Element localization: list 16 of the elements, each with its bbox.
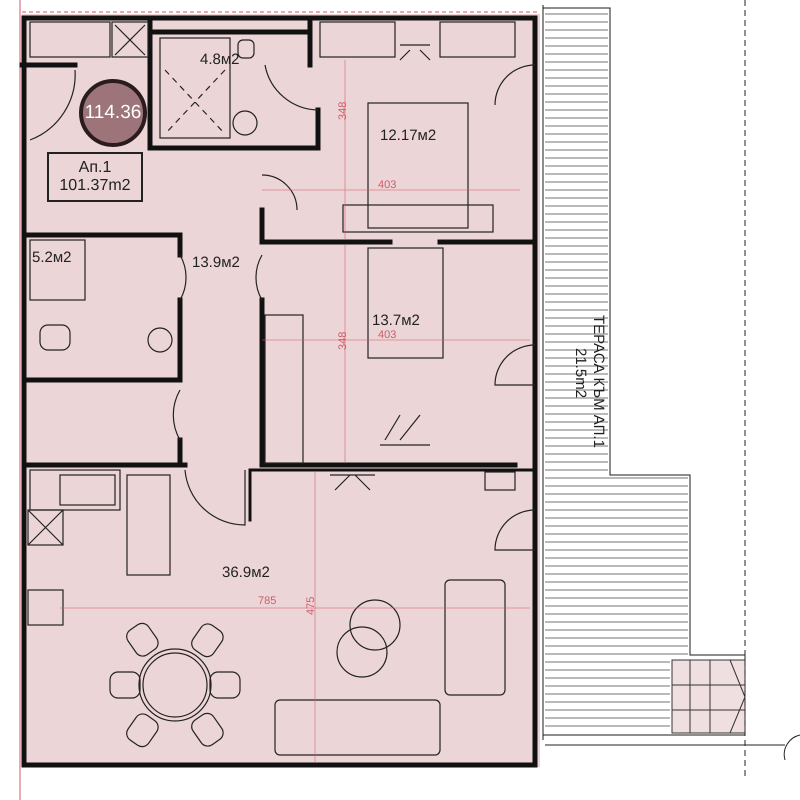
dimension-label: 348 <box>338 332 349 350</box>
dimension-label: 403 <box>378 330 396 341</box>
room-area-label: 36.9м2 <box>222 565 270 580</box>
room-area-label: 5.2м2 <box>32 250 72 265</box>
dimension-label: 475 <box>306 596 317 615</box>
apartment-area-text: Ап.1 101.37m2 <box>58 159 132 195</box>
terrace-label: ТЕРАСА КЪМ АП.1 <box>591 315 606 448</box>
room-area-label: 13.7м2 <box>372 313 420 328</box>
dimension-label: 348 <box>338 102 349 120</box>
room-area-label: 13.9м2 <box>192 255 240 270</box>
apartment-label-box <box>47 152 143 202</box>
room-area-label: 12.17м2 <box>380 128 436 143</box>
area-value: 114.36 <box>84 102 142 124</box>
terrace-label: 21.5m2 <box>573 348 588 398</box>
dimension-label: 403 <box>378 180 396 191</box>
dimension-label: 785 <box>258 596 276 607</box>
